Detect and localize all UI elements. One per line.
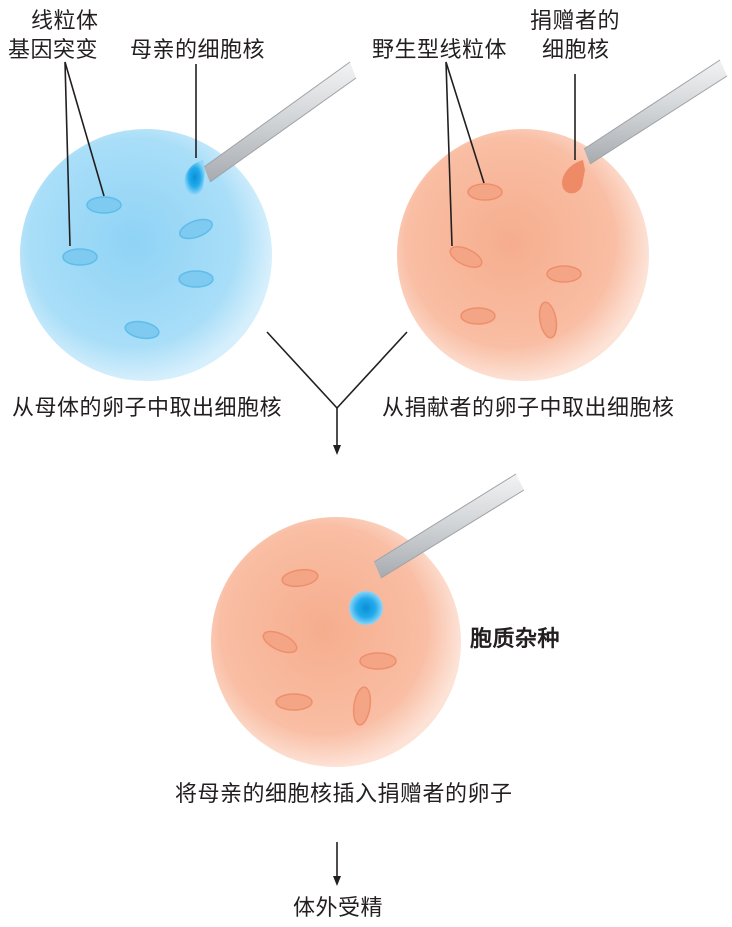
arrow-down-1-head [333,445,341,455]
donor-mito-1 [467,183,503,201]
hybrid-mito-4 [275,693,313,711]
label-wildtype-mito: 野生型线粒体 [372,38,508,63]
label-donor-nucleus-line2: 细胞核 [542,38,610,63]
maternal-mito-4 [178,270,214,288]
label-donor-nucleus-line1: 捐赠者的 [530,9,621,34]
label-step-remove-donor: 从捐献者的卵子中取出细胞核 [382,396,675,421]
maternal-nucleus [184,160,205,195]
label-maternal-nucleus: 母亲的细胞核 [130,38,266,63]
maternal-mito-1 [86,196,122,214]
flow-arrows [266,331,408,878]
label-cytoplasmic-hybrid: 胞质杂种 [470,627,561,652]
leader-wildtype-mito [445,61,485,247]
hybrid-egg [211,473,525,767]
leader-lines [64,61,576,247]
maternal-pipette [204,62,356,182]
label-mito-mutation-line1: 线粒体 [31,9,99,34]
maternal-egg-cytoplasm [20,129,272,381]
hybrid-mito-2 [262,630,298,654]
label-mito-mutation-line2: 基因突变 [8,38,99,63]
label-step-ivf: 体外受精 [293,896,384,921]
donor-nucleus [562,160,585,194]
leader-mito-mutation [64,61,105,247]
hybrid-egg-cytoplasm [211,517,461,767]
hybrid-mito-1 [281,568,319,588]
maternal-mito-5 [124,320,160,340]
donor-egg-cytoplasm [397,129,649,381]
maternal-mito-3 [179,218,213,240]
maternal-egg [20,61,357,381]
donor-mito-2 [449,246,483,268]
maternal-mito-2 [62,248,98,266]
label-step-remove-maternal: 从母体的卵子中取出细胞核 [12,396,283,421]
donor-mito-3 [546,265,582,283]
arrow-merge-left [266,331,338,409]
donor-mito-4 [460,307,496,325]
label-step-insert: 将母亲的细胞核插入捐赠者的卵子 [175,782,513,807]
arrow-merge-right [336,331,408,409]
donor-mito-5 [538,301,558,339]
hybrid-maternal-nucleus [349,591,383,625]
donor-egg [397,59,728,381]
hybrid-pipette [374,474,524,578]
donor-pipette [584,60,727,164]
arrow-down-2-head [333,876,341,886]
hybrid-mito-5 [352,686,372,726]
hybrid-mito-3 [359,652,397,670]
